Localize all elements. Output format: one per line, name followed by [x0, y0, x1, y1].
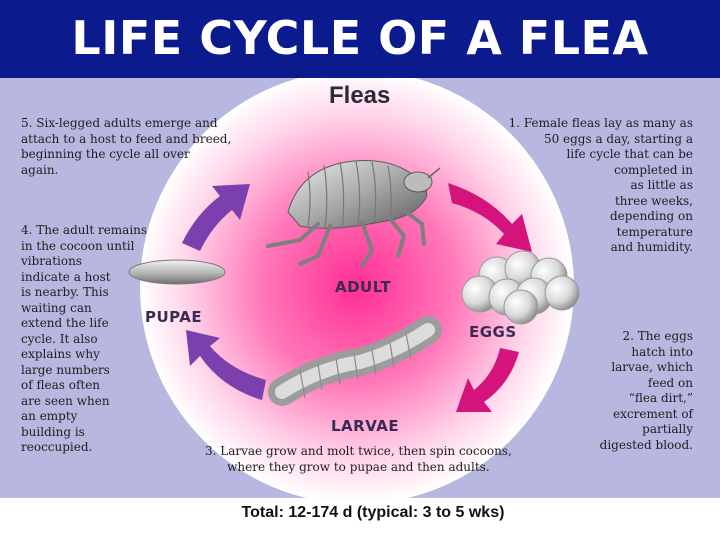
step-2-line: hatch into: [631, 344, 693, 359]
step-5-text: 5. Six-legged adults emerge and attach t…: [21, 116, 231, 178]
bottom-bar: [0, 498, 720, 540]
stage-label-pupae: PUPAE: [145, 308, 203, 326]
step-3-text: 3. Larvae grow and molt twice, then spin…: [205, 444, 512, 475]
step-1-line: and humidity.: [610, 240, 693, 254]
step-4-line: are seen when: [21, 393, 110, 408]
adult-flea: [266, 160, 441, 268]
step-4-line: an empty: [21, 409, 78, 423]
step-2-line: larvae, which: [611, 360, 693, 374]
step-2-line: partially: [642, 422, 693, 436]
fleas-heading: Fleas: [329, 82, 391, 109]
life-cycle-illustration: [128, 78, 580, 498]
step-4-line: building is: [21, 424, 85, 439]
arrow-larvae-to-pupae: [186, 330, 266, 400]
step-4-line: reoccupied.: [21, 440, 93, 454]
step-2-line: excrement of: [613, 406, 693, 421]
step-1-line: temperature: [616, 224, 693, 239]
step-2-text: 2. The eggs hatch into larvae, which fee…: [600, 329, 693, 453]
slide-title: LIFE CYCLE OF A FLEA: [71, 11, 649, 65]
step-1-line: completed in: [614, 162, 693, 177]
larva: [268, 316, 442, 406]
step-5-line: beginning the cycle all over: [21, 147, 190, 161]
step-2-line: digested blood.: [599, 437, 693, 452]
arrow-eggs-to-larvae: [456, 348, 519, 412]
step-2-line: 2. The eggs: [622, 329, 693, 343]
step-3-line: 3. Larvae grow and molt twice, then spin…: [205, 444, 512, 458]
step-4-line: extend the life: [21, 316, 109, 330]
step-4-line: is nearby. This: [21, 285, 109, 299]
step-5-line: again.: [21, 162, 59, 177]
step-1-line: three weeks,: [614, 193, 693, 208]
step-4-line: indicate a host: [21, 269, 111, 284]
arrow-adult-to-eggs: [448, 183, 532, 252]
step-1-line: life cycle that can be: [566, 147, 693, 161]
step-5-line: 5. Six-legged adults emerge and: [21, 116, 218, 130]
header-bar: LIFE CYCLE OF A FLEA: [0, 0, 720, 78]
step-4-text: 4. The adult remains in the cocoon until…: [21, 223, 147, 456]
step-1-line: 1. Female fleas lay as many as: [508, 116, 693, 130]
step-4-line: 4. The adult remains: [21, 223, 148, 237]
stage-label-larvae: LARVAE: [331, 417, 400, 435]
step-4-line: waiting can: [21, 300, 92, 315]
step-4-line: of fleas often: [21, 378, 101, 392]
total-duration: Total: 12-174 d (typical: 3 to 5 wks): [241, 504, 505, 521]
pupa-cocoon: [128, 259, 226, 285]
egg-cluster: [461, 250, 580, 325]
step-4-line: explains why: [21, 347, 100, 361]
step-2-line: “flea dirt,”: [628, 391, 693, 405]
step-5-line: attach to a host to feed and breed,: [21, 131, 232, 146]
step-4-line: cycle. It also: [21, 331, 98, 346]
step-4-line: large numbers: [21, 362, 110, 377]
step-1-text: 1. Female fleas lay as many as 50 eggs a…: [509, 116, 693, 256]
step-1-line: 50 eggs a day, starting a: [543, 131, 693, 146]
step-3-line: where they grow to pupae and then adults…: [227, 459, 490, 474]
step-2-line: feed on: [647, 375, 693, 390]
step-1-line: as little as: [630, 178, 693, 192]
step-1-line: depending on: [610, 209, 693, 223]
step-4-line: vibrations: [21, 254, 82, 268]
stage-label-eggs: EGGS: [469, 323, 517, 341]
arrow-pupae-to-adult: [182, 184, 250, 251]
stage-label-adult: ADULT: [335, 278, 392, 296]
step-4-line: in the cocoon until: [21, 238, 135, 253]
